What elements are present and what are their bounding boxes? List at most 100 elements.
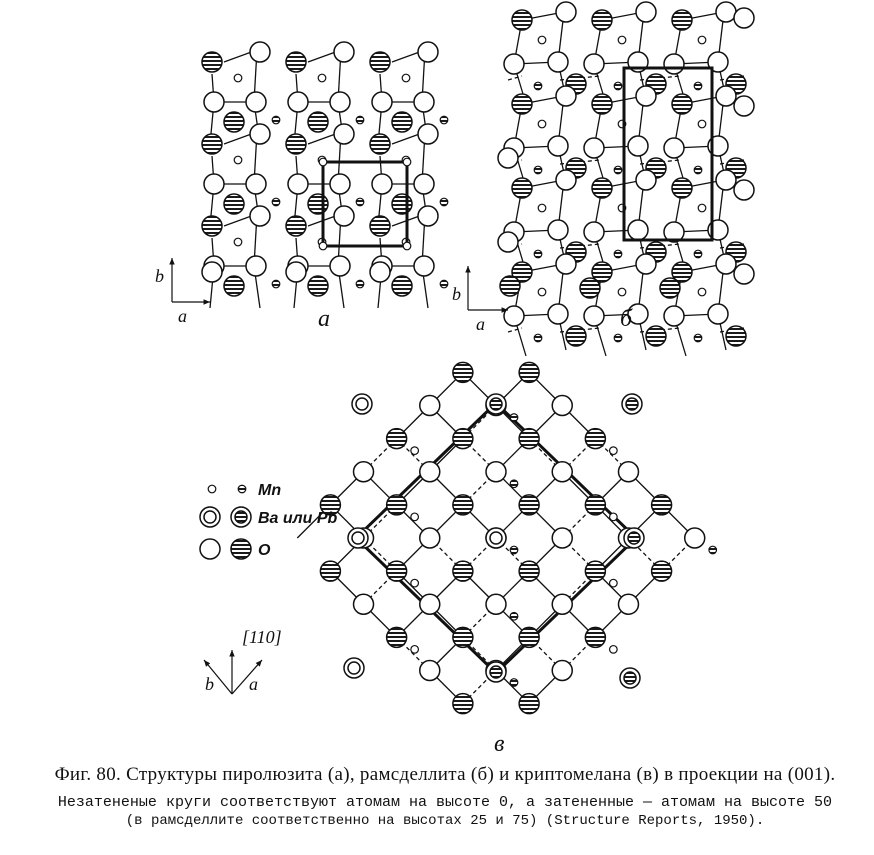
crystal-structures-figure: а б в b a b a [110] b a Mn Ba или Pb O [155,1,755,757]
oxygen-atom-shaded [452,560,474,582]
oxygen-atom [715,85,737,107]
axis-b-label-b: b [452,284,461,304]
oxygen-atom-shaded [369,133,391,155]
figure-note-line-2: (в рамсделлите соответственно на высотах… [125,813,765,829]
oxygen-atom-shaded [518,361,540,384]
oxygen-atom-shaded [659,277,681,299]
oxygen-atom [503,305,525,327]
barium-core [625,397,639,411]
oxygen-atom [371,91,393,113]
oxygen-atom [417,41,439,63]
oxygen-atom [333,205,355,227]
oxygen-atom [203,91,225,113]
oxygen-atom [352,461,375,483]
manganese-atom-shaded [533,165,543,175]
oxygen-atom [555,85,577,107]
oxygen-atom-shaded [391,111,413,133]
manganese-atom [318,157,328,167]
oxygen-atom [245,255,267,277]
oxygen-atom-shaded [584,494,607,516]
ramsdellite-structure-panel [465,1,755,357]
oxygen-atom [617,461,640,483]
manganese-atom [608,512,618,522]
oxygen-atom-shaded [591,261,613,283]
oxygen-atom [663,221,685,243]
oxygen-atom [715,169,737,191]
oxygen-atom [419,593,441,615]
legend [199,484,252,560]
oxygen-atom-shaded [452,361,474,384]
manganese-atom-shaded [693,81,703,91]
oxygen-atom-shaded [307,193,329,215]
oxygen-atom-shaded [452,494,474,516]
manganese-atom [608,644,618,654]
cryptomelane-structure-panel [203,361,718,715]
oxygen-atom [555,1,577,23]
barium-core [623,671,637,685]
manganese-atom [410,644,420,654]
oxygen-atom [583,137,605,159]
oxygen-atom [555,169,577,191]
arrow-head [501,307,508,313]
oxygen-atom-shaded [518,626,540,649]
oxygen-atom [201,261,223,283]
oxygen-atom [715,1,737,23]
oxygen-atom [371,173,393,195]
oxygen-atom [413,91,435,113]
unit-cell [321,160,409,248]
oxygen-atom [417,123,439,145]
arrow-head [465,266,471,273]
oxygen-atom-shaded [518,692,540,715]
axis-b-label-c: b [205,674,214,694]
oxygen-atom [547,51,569,73]
axis-110-label: [110] [242,627,282,647]
manganese-atom-shaded [271,197,281,207]
manganese-atom [317,73,327,83]
legend-o-label: O [258,542,271,559]
oxygen-atom-shaded [452,626,474,649]
manganese-atom-shaded [693,249,703,259]
oxygen-atom-shaded [201,215,223,237]
barium-core [347,661,361,675]
figure-caption: Фиг. 80. Структуры пиролюзита (а), рамсд… [54,764,836,785]
oxygen-atom-shaded [584,427,607,450]
manganese-atom [233,155,243,165]
manganese-atom-shaded [439,115,449,125]
figure-note-line-1: Незатененые круги соответствуют атомам н… [57,794,833,811]
oxygen-atom [583,53,605,75]
oxygen-atom [419,394,441,417]
oxygen-atom [627,219,649,241]
manganese-atom-shaded [533,249,543,259]
manganese-atom-shaded [693,165,703,175]
oxygen-atom [733,179,755,201]
manganese-atom [410,512,420,522]
axis-a-label-a: a [178,306,187,326]
oxygen-atom [635,1,657,23]
oxygen-atom [551,527,573,549]
oxygen-atom [285,261,307,283]
dashed-bond [507,75,523,81]
oxygen-atom-shaded [385,494,408,516]
oxygen-atom-shaded [319,494,342,516]
oxygen-atom-shaded [285,215,307,237]
unit-cell [622,66,714,242]
oxygen-atom-shaded [671,9,693,31]
oxygen-atom-shaded [650,494,673,516]
oxygen-atom-shaded [285,133,307,155]
oxygen-atom-shaded [452,692,474,715]
oxygen-atom-shaded [725,325,747,347]
manganese-atom [697,287,707,297]
oxygen-atom [733,95,755,117]
oxygen-atom-shaded [671,261,693,283]
oxygen-atom-shaded [584,560,607,582]
bond [203,659,233,695]
oxygen-atom [249,205,271,227]
oxygen-atom [419,461,441,483]
manganese-atom [537,287,547,297]
oxygen-atom [333,41,355,63]
manganese-atom [617,35,627,45]
oxygen-atom-shaded [579,277,601,299]
oxygen-atom-shaded [223,111,245,133]
oxygen-atom-shaded [584,626,607,649]
manganese-atom [537,203,547,213]
